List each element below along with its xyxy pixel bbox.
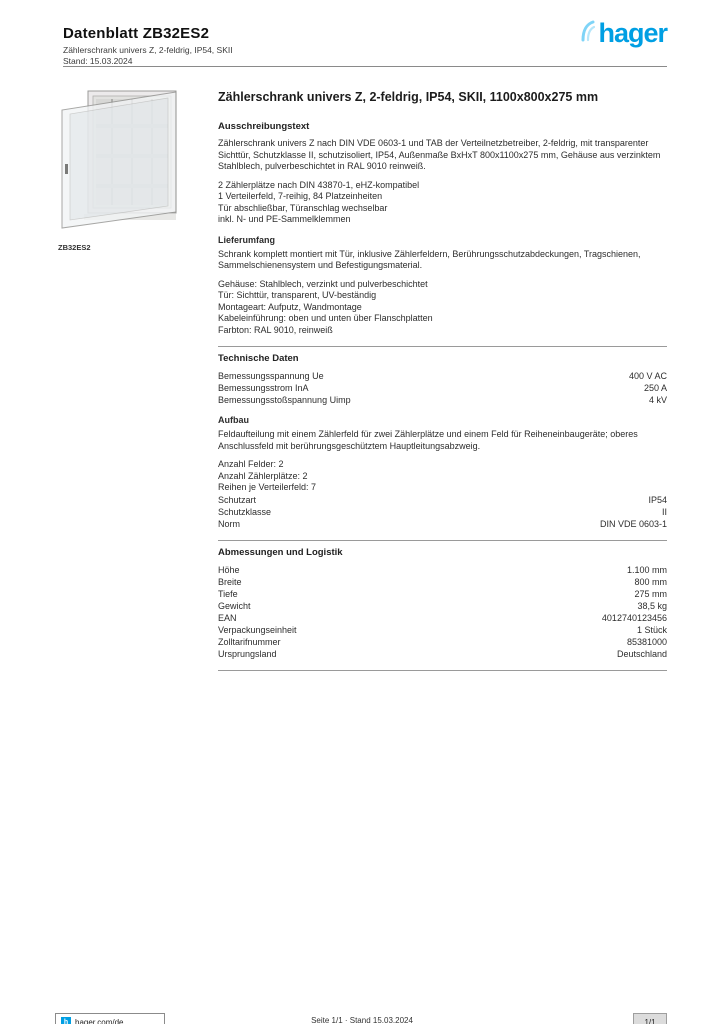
header: Datenblatt ZB32ES2 Zählerschrank univers… xyxy=(63,25,233,67)
spec-row: Ursprungsland Deutschland xyxy=(218,648,667,660)
spec-label: Bemessungsstrom InA xyxy=(218,383,309,393)
footer-brand-icon: h xyxy=(61,1017,71,1024)
spec-label: EAN xyxy=(218,612,237,623)
spec-line: Tür abschließbar, Türanschlag wechselbar xyxy=(218,202,388,213)
spec-line: Farbton: RAL 9010, reinweiß xyxy=(218,324,333,335)
spec-value: 4 kV xyxy=(648,395,667,405)
spec-row: Zolltarifnummer 85381000 xyxy=(218,636,667,648)
spec-line: 1 Verteilerfeld, 7-reihig, 84 Platzeinhe… xyxy=(218,191,383,201)
spec-value: 275 mm xyxy=(634,588,667,599)
spec-line: Montageart: Aufputz, Wandmontage xyxy=(218,301,362,312)
document-date: Stand: 15.03.2024 xyxy=(63,56,133,67)
spec-value: DIN VDE 0603-1 xyxy=(599,518,667,529)
spec-row: Bemessungsspannung Ue 400 V AC xyxy=(218,370,667,382)
hager-logo: hager xyxy=(581,18,668,48)
footer-page-number: 1/1 xyxy=(633,1013,667,1024)
spec-paragraph: Zählerschrank univers Z nach DIN VDE 060… xyxy=(218,138,661,171)
spec-label: Schutzklasse xyxy=(218,506,272,517)
document-title: Datenblatt ZB32ES2 xyxy=(63,25,210,42)
spec-line: 2 Zählerplätze nach DIN 43870-1, eHZ-kom… xyxy=(218,179,420,190)
section-heading: Technische Daten xyxy=(218,353,299,364)
spec-label: Breite xyxy=(218,576,242,587)
spec-value: 400 V AC xyxy=(628,371,667,381)
spec-label: Tiefe xyxy=(218,588,238,599)
spec-label: Ursprungsland xyxy=(218,648,277,659)
spec-row: Höhe 1.100 mm xyxy=(218,564,667,576)
spec-line: Anzahl Felder: 2 xyxy=(218,459,284,469)
spec-value: 85381000 xyxy=(626,636,667,647)
spec-value: 38,5 kg xyxy=(637,600,667,611)
spec-line: Gehäuse: Stahlblech, verzinkt und pulver… xyxy=(218,278,428,289)
spec-label: Höhe xyxy=(218,564,240,575)
spec-subheading: Aufbau xyxy=(218,415,249,425)
spec-row: Schutzklasse II xyxy=(218,506,667,518)
spec-subheading: Lieferumfang xyxy=(218,234,276,245)
spec-value: Deutschland xyxy=(616,648,667,659)
spec-row: Breite 800 mm xyxy=(218,576,667,588)
document-subtitle: Zählerschrank univers Z, 2-feldrig, IP54… xyxy=(63,45,233,55)
section-divider xyxy=(218,539,667,541)
spec-label: Verpackungseinheit xyxy=(218,624,297,635)
spec-label: Zolltarifnummer xyxy=(218,636,281,647)
footer-site-label: hager.com/de xyxy=(75,1017,124,1024)
section-divider xyxy=(218,346,667,347)
spec-line: Kabeleinführung: oben und unten über Fla… xyxy=(218,313,433,323)
spec-value: 1 Stück xyxy=(636,624,667,635)
spec-row: Gewicht 38,5 kg xyxy=(218,600,667,612)
content-column: Zählerschrank univers Z, 2-feldrig, IP54… xyxy=(218,90,667,677)
product-image xyxy=(54,86,182,236)
spec-line: Tür: Sichttür, transparent, UV-beständig xyxy=(218,290,377,300)
spec-line: Reihen je Verteilerfeld: 7 xyxy=(218,482,317,492)
spec-value: 4012740123456 xyxy=(601,612,667,623)
spec-label: Gewicht xyxy=(218,600,251,611)
section-heading: Abmessungen und Logistik xyxy=(218,546,343,558)
header-divider xyxy=(63,66,667,67)
footer-site-link[interactable]: h hager.com/de xyxy=(55,1013,165,1024)
product-image-caption: ZB32ES2 xyxy=(58,243,91,252)
spec-paragraph: Feldaufteilung mit einem Zählerfeld für … xyxy=(218,429,638,451)
spec-value: IP54 xyxy=(648,494,667,505)
spec-label: Bemessungsstoßspannung Uimp xyxy=(218,395,351,405)
logo-flow-icon xyxy=(581,20,596,47)
spec-label: Bemessungsspannung Ue xyxy=(218,371,324,381)
logo-wordmark: hager xyxy=(598,18,668,48)
spec-line: Anzahl Zählerplätze: 2 xyxy=(218,470,308,481)
footer-center-text: Seite 1/1 · Stand 15.03.2024 xyxy=(311,1016,413,1024)
spec-value: 800 mm xyxy=(634,576,667,587)
section-heading: Ausschreibungstext xyxy=(218,121,310,132)
spec-row: Verpackungseinheit 1 Stück xyxy=(218,624,667,636)
spec-label: Schutzart xyxy=(218,494,257,505)
spec-value: 250 A xyxy=(643,383,667,393)
spec-row: Bemessungsstoßspannung Uimp 4 kV xyxy=(218,394,667,406)
closing-divider xyxy=(218,669,667,671)
spec-value: II xyxy=(661,506,667,517)
spec-row: Tiefe 275 mm xyxy=(218,588,667,600)
spec-row: EAN 4012740123456 xyxy=(218,612,667,624)
spec-row: Bemessungsstrom InA 250 A xyxy=(218,382,667,394)
spec-row: Schutzart IP54 xyxy=(218,494,667,506)
spec-line: inkl. N- und PE-Sammelklemmen xyxy=(218,214,351,224)
spec-row: Norm DIN VDE 0603-1 xyxy=(218,518,667,530)
spec-label: Norm xyxy=(218,518,240,529)
product-title: Zählerschrank univers Z, 2-feldrig, IP54… xyxy=(218,90,599,104)
spec-paragraph: Schrank komplett montiert mit Tür, inklu… xyxy=(218,248,641,271)
spec-value: 1.100 mm xyxy=(626,564,667,575)
